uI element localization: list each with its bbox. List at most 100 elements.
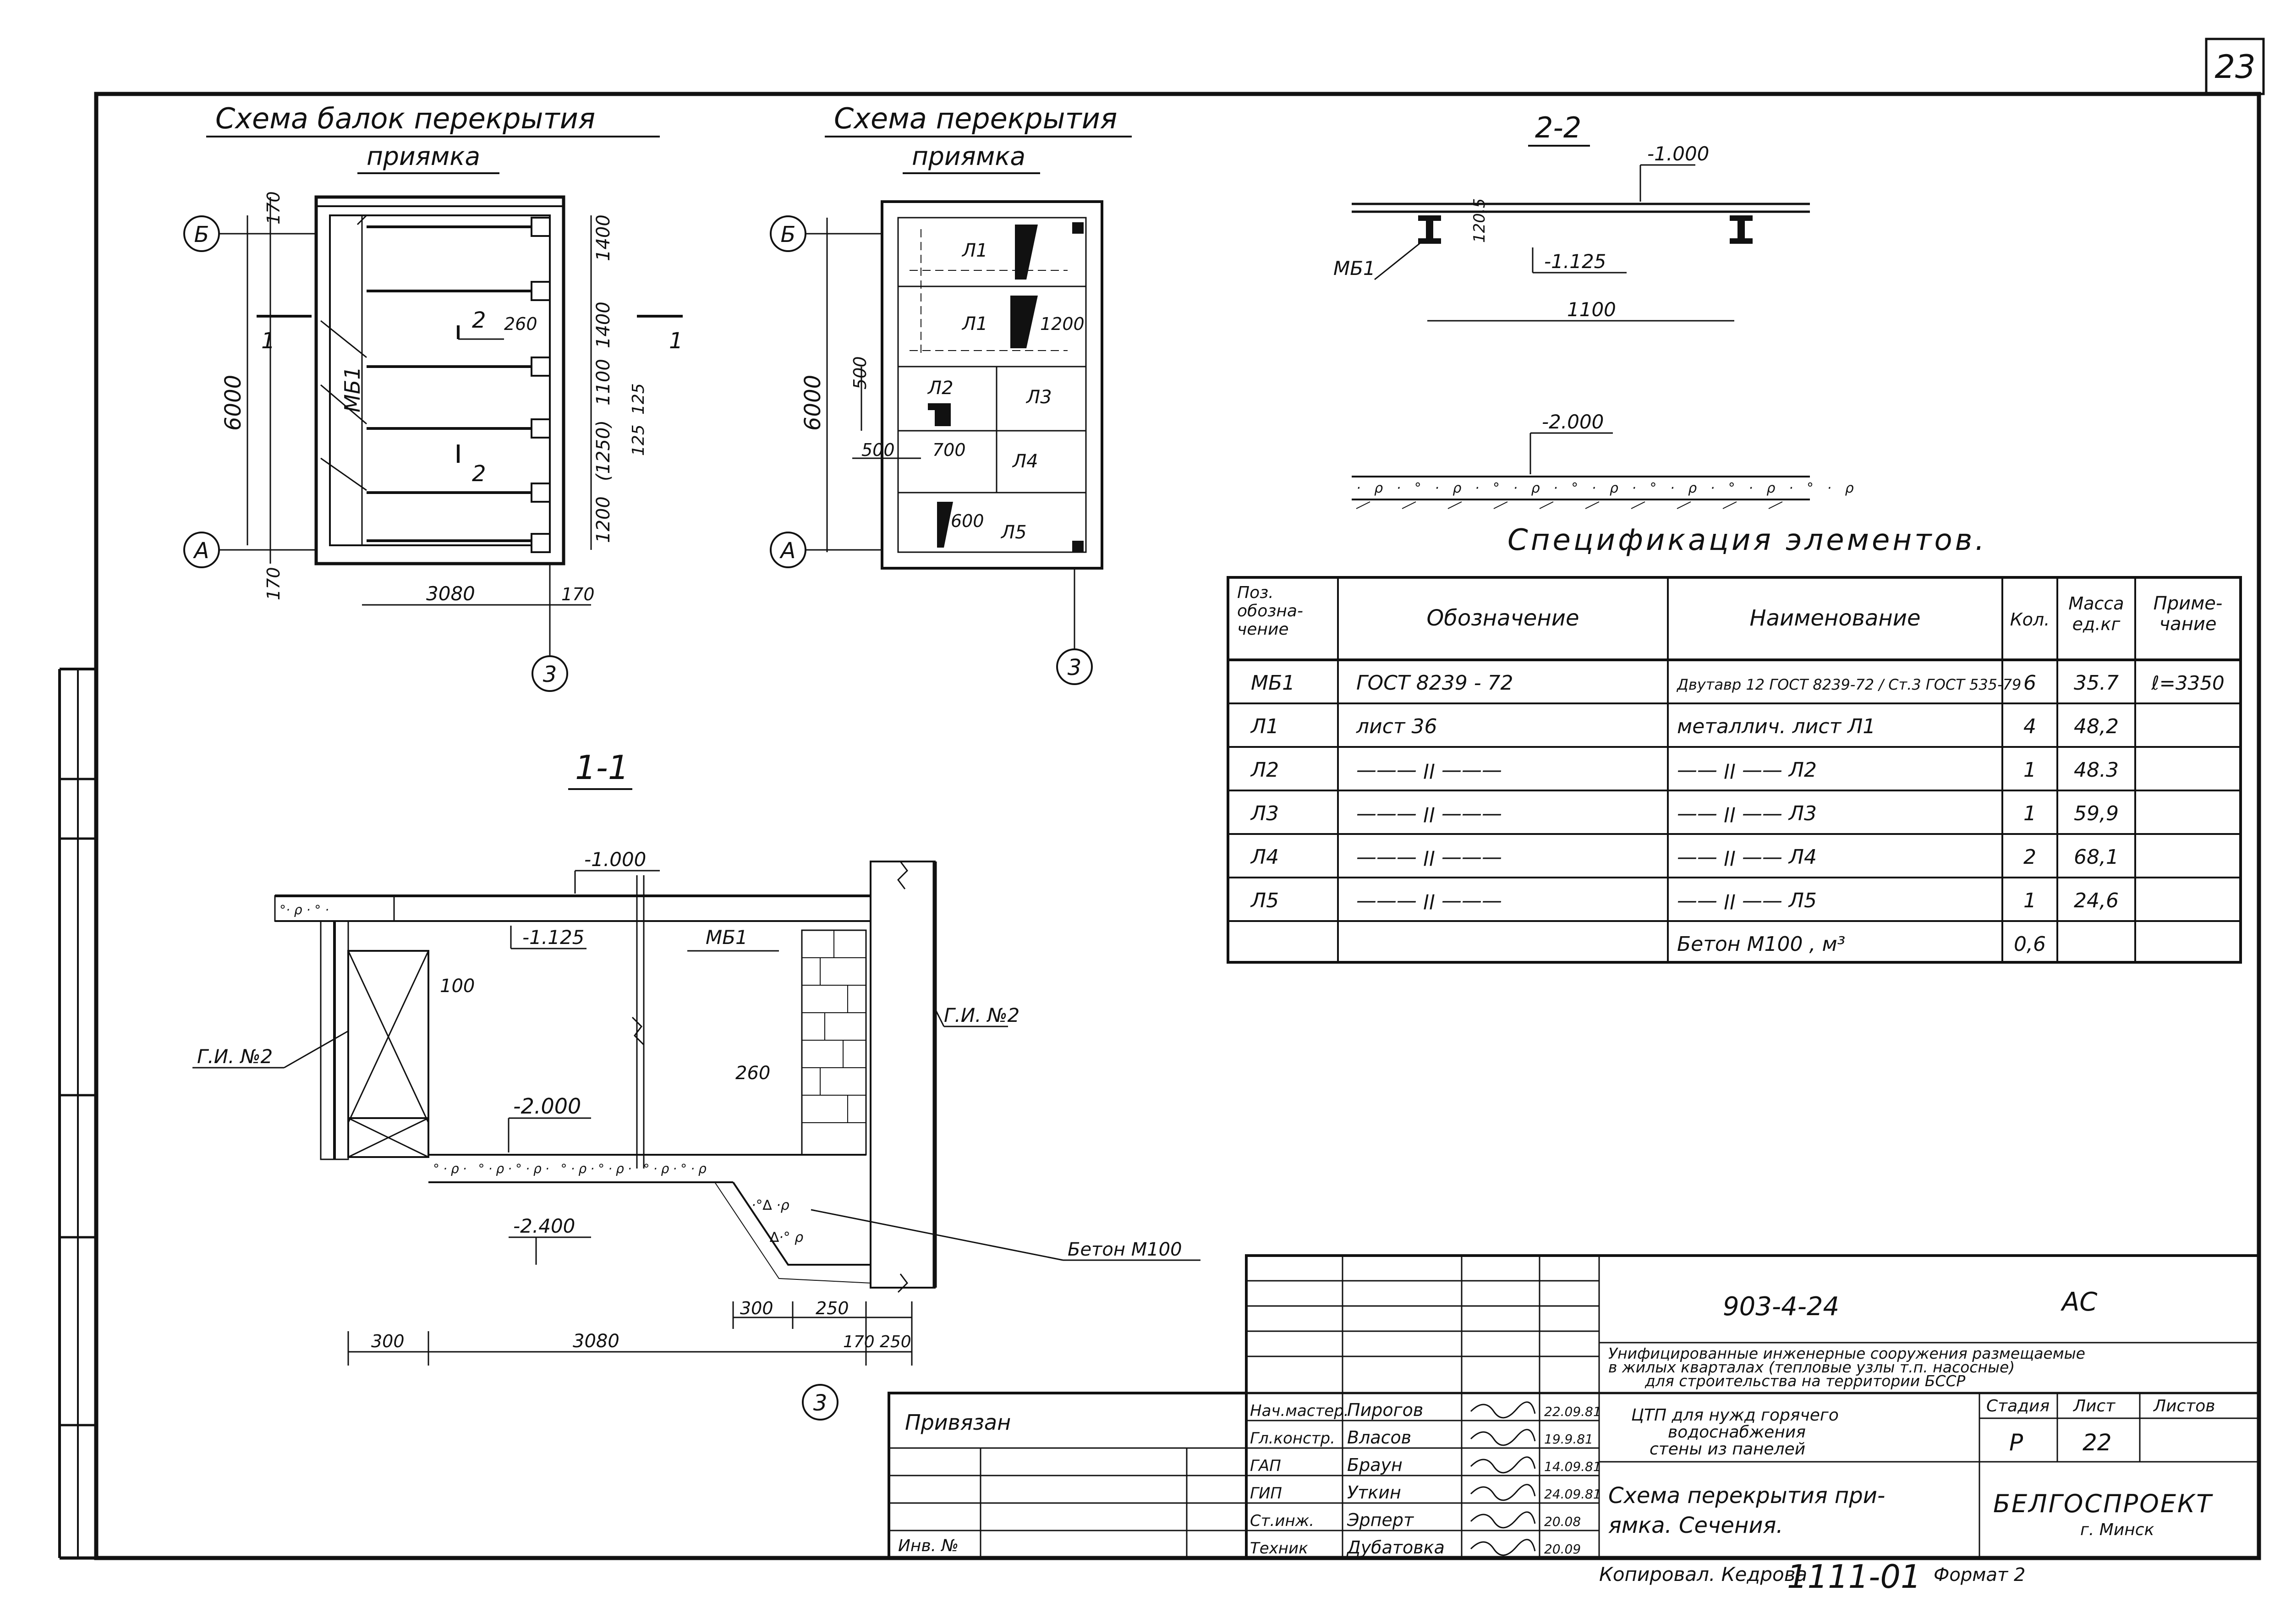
sheet-title-line2: ямка. Сечения. (1608, 1513, 1783, 1538)
role-person: Дубатовка (1346, 1537, 1445, 1558)
section-2-2-title: 2-2 (1535, 111, 1581, 144)
section-1-1-level-pit: -2.400 (513, 1215, 575, 1237)
spec-cell-mass: 48.3 (2074, 758, 2119, 782)
spec-cell-note: ℓ=3350 (2151, 672, 2224, 694)
object-line2: водоснабжения (1668, 1423, 1806, 1442)
sheet-frame: 23 (58, 38, 2265, 1560)
inv-label: Инв. № (898, 1536, 959, 1555)
slab-dim-500-h: 500 (861, 440, 895, 460)
sheets-label: Листов (2153, 1397, 2215, 1416)
spec-cell-pos: МБ1 (1251, 671, 1295, 695)
spec-header-pos-2: обозна- (1237, 602, 1303, 620)
section-1-1: 1-1 °· ρ · ° · -1.000 -1.125 МБ1 100 Г.И… (192, 748, 1200, 1421)
org-name: БЕЛГОСПРОЕКТ (1993, 1489, 2213, 1518)
spec-cell-pos: Л3 (1250, 802, 1279, 825)
axis-3-label: 3 (543, 662, 557, 687)
spec-cell-name: металлич. лист Л1 (1677, 715, 1875, 738)
section-2-2-beam-label: МБ1 (1333, 257, 1376, 280)
dim-170-bottom: 170 (263, 567, 284, 600)
slab-scheme-title: Схема перекрытия (834, 102, 1117, 135)
spec-cell-pos: Л5 (1250, 889, 1279, 912)
spec-cell-qty: 0,6 (2014, 933, 2046, 956)
role-person: Эрперт (1347, 1510, 1414, 1530)
spec-cell-designation: лист 36 (1356, 715, 1437, 738)
section-1-1-gi-right: Г.И. №2 (944, 1004, 1019, 1026)
footer-format: Формат 2 (1934, 1564, 2025, 1586)
slab-label-l2: Л2 (927, 378, 954, 399)
pit-hatch: ·°∆ ·ρ (751, 1197, 789, 1213)
sheet-corner-number: 23 (2214, 48, 2255, 86)
slab-axis-a-label: А (779, 538, 796, 564)
spec-cell-name: Двутавр 12 ГОСТ 8239-72 / Ст.3 ГОСТ 535-… (1676, 676, 2021, 693)
spec-cell-pos: Л4 (1250, 845, 1279, 869)
dim-3080: 3080 (426, 582, 475, 605)
section-2-2-level-bottom: -1.125 (1544, 250, 1606, 273)
spec-cell-designation: ——— ׀׀ ——— (1356, 845, 1502, 869)
slab-scheme-subtitle: приямка (912, 142, 1025, 171)
floor-hatch-text: · ρ · ° · ρ · ° · ρ · ° · ρ · ° · ρ · ° … (1356, 480, 1858, 496)
signature-scribble (1470, 1429, 1536, 1446)
slab-dim-600: 600 (951, 511, 984, 531)
object-line1: ЦТП для нужд горячего (1631, 1406, 1839, 1425)
section-mark-1-right: 1 (669, 328, 683, 354)
signature-scribble (1470, 1539, 1536, 1556)
slab-axis-3-label: 3 (1068, 655, 1082, 680)
section-1-1-level-floor: -2.000 (513, 1094, 581, 1119)
role-title: ГАП (1250, 1457, 1281, 1475)
role-person: Пирогов (1347, 1400, 1423, 1420)
spec-cell-qty: 1 (2023, 802, 2036, 825)
beam-scheme-subtitle: приямка (367, 142, 480, 171)
role-title: Гл.констр. (1250, 1429, 1335, 1448)
section-1-1-concrete-note: Бетон М100 (1068, 1239, 1182, 1260)
sheet-title-line1: Схема перекрытия при- (1608, 1483, 1885, 1509)
spec-header-pos: Поз. (1237, 583, 1274, 602)
spec-cell-designation: ——— ׀׀ ——— (1356, 889, 1502, 912)
spec-cell-qty: 4 (2023, 715, 2036, 738)
role-date: 20.09 (1544, 1542, 1581, 1557)
section-1-1-dim-300-a: 300 (371, 1331, 405, 1351)
section-2-2-level-top: -1.000 (1647, 143, 1709, 165)
description-line3: для строительства на территории БССР (1644, 1372, 1965, 1390)
org-city: г. Минск (2080, 1520, 2154, 1539)
axis-a-label: А (193, 538, 209, 564)
spec-cell-name: —— ׀׀ —— Л2 (1677, 758, 1817, 782)
dim-1400-b: 1400 (593, 302, 614, 348)
section-1-1-dim-170: 170 (843, 1333, 875, 1351)
spec-cell-qty: 6 (2023, 671, 2036, 695)
signature-scribble (1470, 1401, 1536, 1419)
spec-title: Спецификация элементов. (1507, 523, 1987, 557)
role-date: 14.09.81 (1544, 1459, 1601, 1474)
spec-cell-name: —— ׀׀ —— Л5 (1677, 889, 1817, 912)
beam-scheme: Схема балок перекрытия приямка (183, 102, 683, 692)
spec-header-note-2: чание (2159, 614, 2217, 635)
role-title: Ст.инж. (1250, 1512, 1314, 1530)
stage-label: Стадия (1986, 1397, 2050, 1416)
spec-cell-designation: ——— ׀׀ ——— (1356, 758, 1502, 782)
spec-header-mass: Масса (2068, 593, 2124, 614)
slab-dim-700: 700 (932, 440, 966, 460)
spec-cell-pos: Л1 (1250, 715, 1279, 738)
section-mark-2-bottom: 2 (472, 461, 486, 487)
slab-label-l1-a: Л1 (961, 240, 988, 261)
spec-header-name: Наименование (1749, 605, 1920, 631)
spec-header-note: Приме- (2154, 593, 2223, 614)
section-1-1-title: 1-1 (575, 748, 629, 787)
axis-b-label: Б (194, 222, 209, 247)
slab-dim-6000: 6000 (800, 375, 826, 431)
section-1-1-level-beam: -1.125 (522, 926, 584, 949)
spec-header-mass-2: ед.кг (2072, 614, 2121, 634)
description-line1: Унифицированные инженерные сооружения ра… (1608, 1344, 2085, 1362)
tied-label: Привязан (905, 1410, 1011, 1435)
section-mark-1-left: 1 (261, 328, 275, 354)
spec-cell-mass: 59,9 (2074, 802, 2119, 825)
section-2-2-floor-level: -2.000 (1542, 411, 1604, 433)
section-1-1-dim-250-b: 250 (880, 1333, 911, 1351)
section-1-1-dim-250-a: 250 (816, 1298, 849, 1318)
role-person: Власов (1347, 1427, 1411, 1448)
slab-label-l1-b: Л1 (961, 313, 988, 335)
description-line2: в жилых кварталах (тепловые узлы т.п. на… (1608, 1358, 2015, 1376)
slab-label-l5: Л5 (1000, 522, 1027, 543)
slab-label-l3: Л3 (1025, 387, 1052, 408)
stage-value: Р (2009, 1429, 2023, 1456)
